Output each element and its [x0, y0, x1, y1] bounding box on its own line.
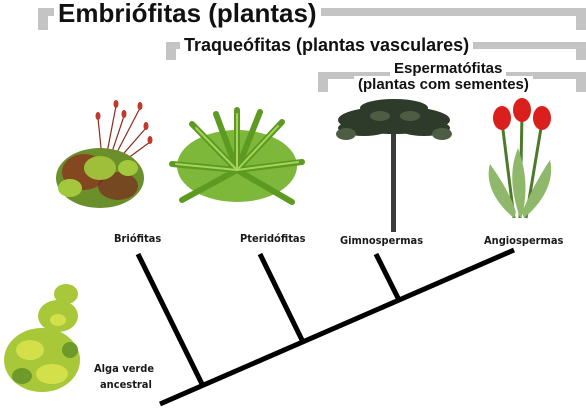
fern-icon: [169, 107, 305, 205]
label-gimnospermas: Gimnospermas: [340, 234, 424, 247]
label-ancestor-line1: Alga verde: [94, 362, 155, 375]
tulip-flower-icon: [488, 98, 552, 219]
pteridofitas-branch-line: [257, 252, 305, 342]
espermatofitas-sublabel: (plantas com sementes): [354, 76, 533, 93]
label-pteridofitas: Pteridófitas: [240, 232, 306, 245]
label-ancestor-line2: ancestral: [100, 378, 152, 391]
label-angiospermas: Angiospermas: [484, 234, 564, 247]
green-alga-icon: [4, 284, 80, 392]
moss-icon: [56, 100, 153, 208]
main-trunk-line: [159, 247, 515, 407]
gimnospermas-branch-line: [373, 252, 401, 300]
traqueofitas-label: Traqueófitas (plantas vasculares): [180, 35, 474, 56]
label-briofitas: Briófitas: [114, 232, 162, 245]
espermatofitas-label: Espermatófitas: [390, 60, 507, 77]
ancestor-branch-line: [135, 252, 205, 386]
araucaria-tree-icon: [336, 99, 452, 232]
embriofitas-label: Embriófitas (plantas): [54, 0, 321, 29]
